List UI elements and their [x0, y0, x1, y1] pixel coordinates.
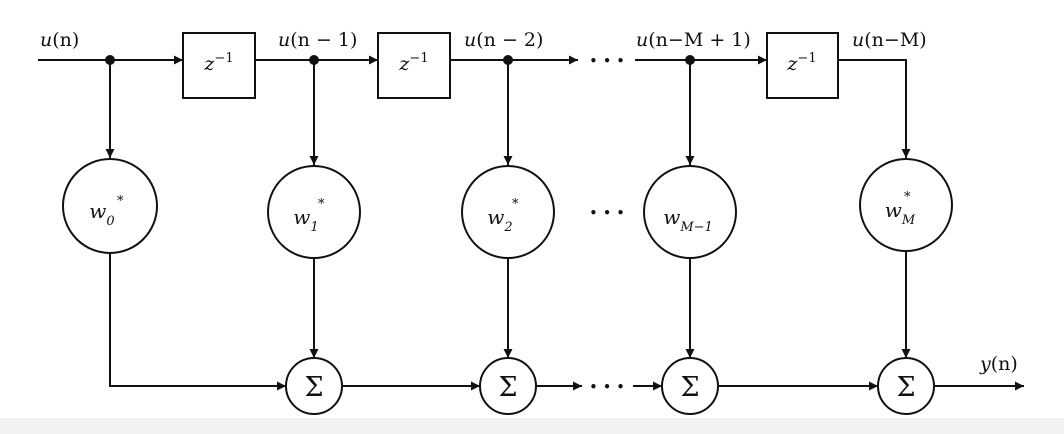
summer-3 [661, 357, 719, 415]
delay-3-output-line [838, 59, 911, 158]
delay-block-2 [377, 32, 451, 99]
tap-label-2: u(n − 2) [464, 29, 543, 51]
summer-symbol-4: Σ [896, 372, 915, 403]
weight-conj-2: * [512, 197, 519, 212]
weight-label-2: w2 [487, 205, 512, 235]
weight-node-4 [859, 158, 953, 252]
weight-conj-4: * [904, 190, 911, 205]
summer-symbol-2: Σ [498, 372, 517, 403]
weight-node-1 [267, 165, 361, 259]
weight-label-3: wM−1 [663, 205, 713, 235]
weight-label-0: w0 [89, 199, 114, 229]
delay-block-1 [182, 32, 256, 99]
weight-label-1: w1 [293, 205, 318, 235]
top-ellipsis: • • • [589, 52, 625, 70]
weight-node-3 [643, 165, 737, 259]
weight-conj-0: * [117, 194, 124, 209]
summer-2 [479, 357, 537, 415]
delay-label-3: z−1 [786, 51, 816, 75]
tap-label-3: u(n−M + 1) [636, 29, 751, 51]
tap-label-4: u(n−M) [852, 29, 927, 51]
weight-0-output-line [109, 253, 286, 391]
output-label: y(n) [979, 353, 1018, 375]
bottom-ellipsis: • • • [589, 378, 625, 396]
tap-label-1: u(n − 1) [278, 29, 357, 51]
middle-ellipsis: • • • [589, 204, 625, 222]
input-label: u(n) [40, 29, 79, 51]
delay-label-1: z−1 [203, 51, 233, 75]
summer-4 [877, 357, 935, 415]
weight-node-0 [62, 158, 158, 254]
delay-label-2: z−1 [398, 51, 428, 75]
weight-conj-1: * [318, 197, 325, 212]
bottom-band [0, 418, 1064, 434]
weight-label-4: wM [885, 198, 916, 228]
summer-1 [285, 357, 343, 415]
summer-symbol-1: Σ [304, 372, 323, 403]
delay-block-3 [766, 32, 839, 99]
weight-node-2 [461, 165, 555, 259]
summer-symbol-3: Σ [680, 372, 699, 403]
